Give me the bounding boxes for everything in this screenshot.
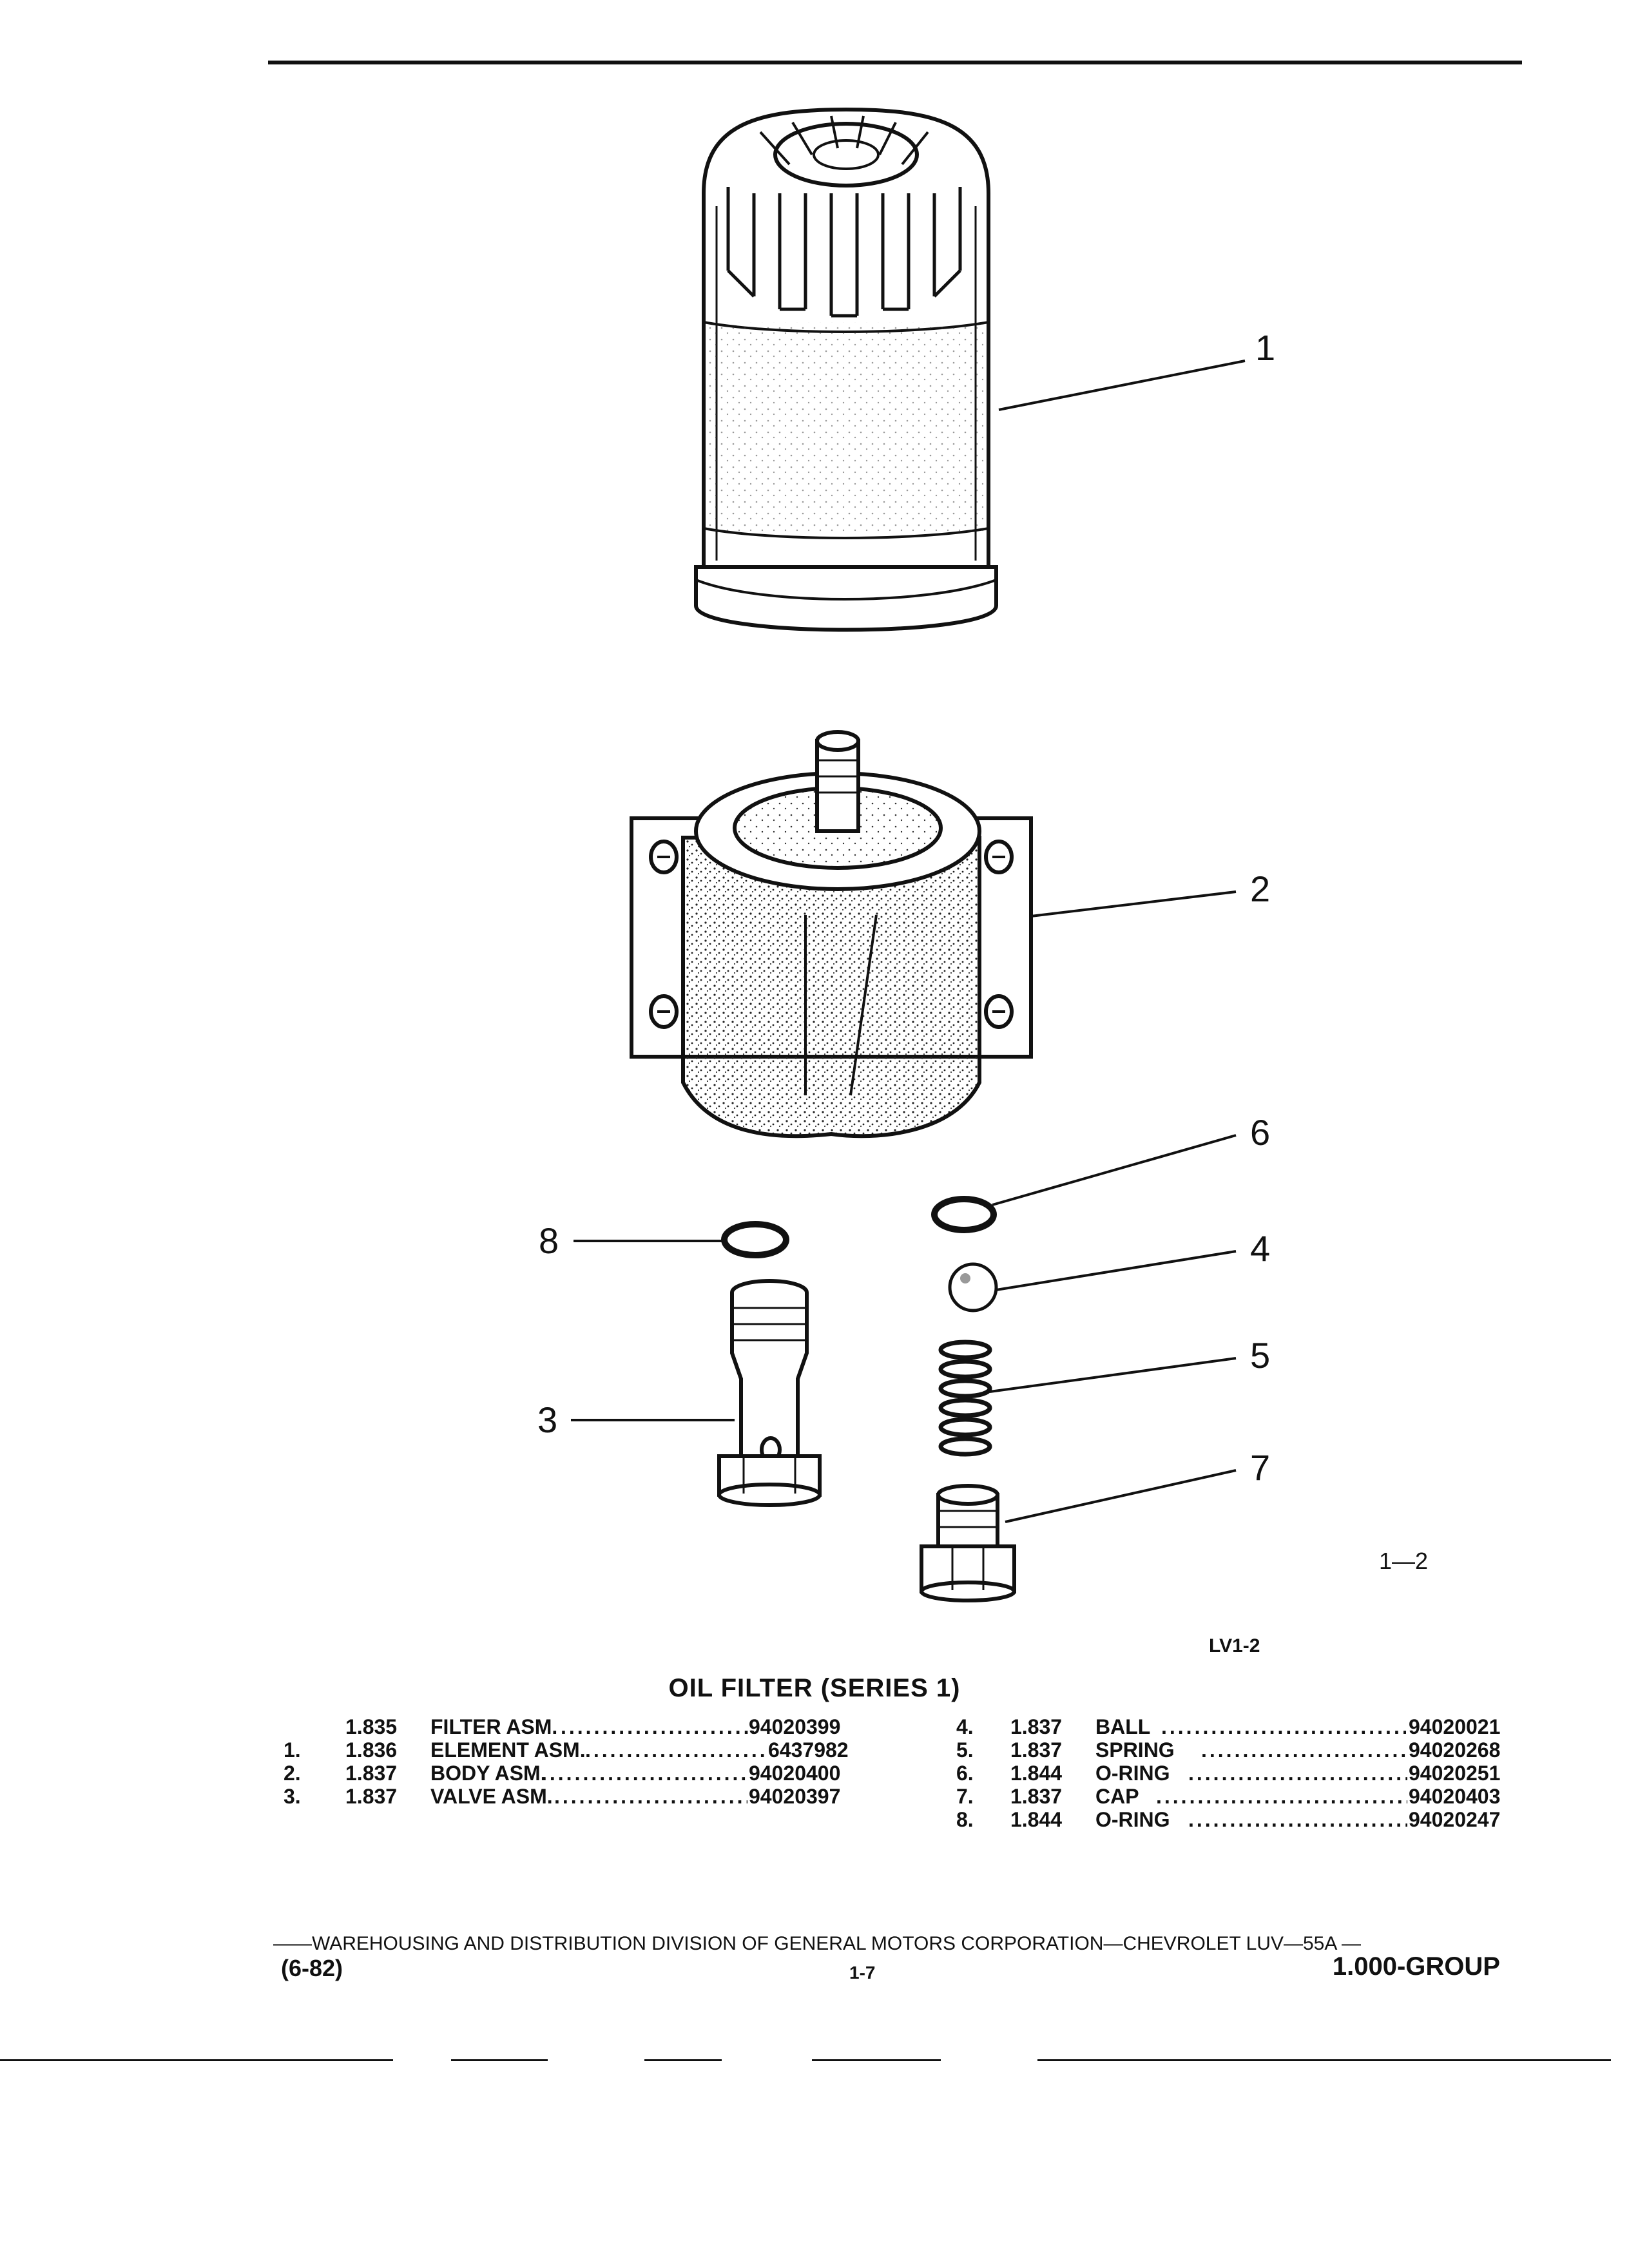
- parts-list-left: 1.835 FILTER ASM. ......................…: [284, 1715, 876, 1818]
- item-code: 1.837: [345, 1785, 398, 1808]
- item-name: FILTER ASM.: [430, 1715, 558, 1738]
- leader-dots: ........................................: [561, 1715, 754, 1738]
- item-code: 1.835: [345, 1715, 398, 1738]
- item-index: 3.: [284, 1785, 301, 1808]
- list-item: 6. 1.844 O-RING ........................…: [956, 1762, 1536, 1785]
- o-ring-8-drawing: [721, 1221, 789, 1258]
- top-rule: [268, 61, 1522, 64]
- bottom-rule-segment: [812, 2059, 941, 2061]
- leader-dots: ........................................: [585, 1738, 766, 1762]
- parts-list-right: 4. 1.837 BALL ..........................…: [956, 1715, 1536, 1844]
- item-index: 2.: [284, 1762, 301, 1785]
- item-name: ELEMENT ASM.: [430, 1738, 586, 1762]
- ball-drawing: [948, 1262, 998, 1312]
- part-number: 94020251: [1409, 1762, 1501, 1785]
- filter-body-drawing: [630, 730, 1033, 1139]
- leader-lines: [571, 360, 1246, 1523]
- item-index: 8.: [956, 1808, 974, 1831]
- group-number: 1.000-GROUP: [1332, 1952, 1500, 1981]
- item-code: 1.837: [345, 1762, 398, 1785]
- list-item: 4. 1.837 BALL ..........................…: [956, 1715, 1536, 1738]
- part-number: 94020247: [1409, 1808, 1501, 1831]
- item-name: CAP: [1095, 1785, 1139, 1808]
- item-index: 6.: [956, 1762, 974, 1785]
- callout-2: 2: [1250, 869, 1271, 909]
- callout-7: 7: [1250, 1447, 1271, 1488]
- leader-dots: ........................................…: [1188, 1808, 1407, 1831]
- list-item: 8. 1.844 O-RING ........................…: [956, 1808, 1536, 1831]
- item-name: O-RING: [1095, 1762, 1170, 1785]
- part-number: 94020397: [749, 1785, 841, 1808]
- revision-date: (6-82): [281, 1955, 343, 1981]
- part-number: 94020399: [749, 1715, 841, 1738]
- figure-reference: 1—2: [1379, 1548, 1429, 1574]
- bottom-rule-segment: [1037, 2059, 1611, 2061]
- leader-dots: ........................................…: [1161, 1715, 1406, 1738]
- callout-5: 5: [1250, 1335, 1271, 1376]
- item-code: 1.837: [1010, 1785, 1063, 1808]
- bottom-rule-segment: [0, 2059, 393, 2061]
- part-number: 94020268: [1409, 1738, 1501, 1762]
- leader-dots: ........................................…: [1188, 1762, 1407, 1785]
- list-item: 3. 1.837 VALVE ASM. ....................…: [284, 1785, 876, 1808]
- list-item: 7. 1.837 CAP ...........................…: [956, 1785, 1536, 1808]
- spring-drawing: [938, 1340, 992, 1457]
- bottom-rule-segment: [644, 2059, 722, 2061]
- leader-dots: ........................................…: [1201, 1738, 1407, 1762]
- list-item: 2. 1.837 BODY ASM. .....................…: [284, 1762, 876, 1785]
- callout-4: 4: [1250, 1228, 1271, 1269]
- item-code: 1.837: [1010, 1738, 1063, 1762]
- section-title: OIL FILTER (SERIES 1): [668, 1674, 961, 1702]
- o-ring-6-drawing: [931, 1196, 997, 1233]
- page-number: 1-7: [849, 1963, 876, 1983]
- item-name: BALL: [1095, 1715, 1151, 1738]
- item-name: O-RING: [1095, 1808, 1170, 1831]
- item-index: 4.: [956, 1715, 974, 1738]
- item-code: 1.836: [345, 1738, 398, 1762]
- leader-dots: ........................................…: [1156, 1785, 1407, 1808]
- callout-6: 6: [1250, 1112, 1271, 1153]
- item-code: 1.837: [1010, 1715, 1063, 1738]
- part-number: 94020403: [1409, 1785, 1501, 1808]
- part-number: 94020400: [749, 1762, 841, 1785]
- part-number: 6437982: [768, 1738, 849, 1762]
- leader-dots: ........................................: [541, 1762, 747, 1785]
- list-item: 1. 1.836 ELEMENT ASM. ..................…: [284, 1738, 876, 1762]
- item-code: 1.844: [1010, 1762, 1063, 1785]
- leader-dots: ........................................: [554, 1785, 747, 1808]
- list-item: 5. 1.837 SPRING ........................…: [956, 1738, 1536, 1762]
- filter-element-drawing: [694, 107, 998, 632]
- footer-publisher-line: ——WAREHOUSING AND DISTRIBUTION DIVISION …: [273, 1933, 1362, 1954]
- valve-assembly-drawing: [717, 1279, 822, 1507]
- part-number: 94020021: [1409, 1715, 1501, 1738]
- callout-8: 8: [539, 1220, 559, 1261]
- item-name: BODY ASM.: [430, 1762, 546, 1785]
- item-code: 1.844: [1010, 1808, 1063, 1831]
- callout-1: 1: [1255, 327, 1276, 368]
- item-name: SPRING: [1095, 1738, 1175, 1762]
- item-index: 1.: [284, 1738, 301, 1762]
- callout-3: 3: [537, 1399, 558, 1440]
- item-index: 7.: [956, 1785, 974, 1808]
- bottom-rule-segment: [451, 2059, 548, 2061]
- item-index: 5.: [956, 1738, 974, 1762]
- figure-code: LV1-2: [1209, 1635, 1260, 1657]
- item-name: VALVE ASM.: [430, 1785, 553, 1808]
- list-item: 1.835 FILTER ASM. ......................…: [284, 1715, 876, 1738]
- cap-drawing: [920, 1484, 1016, 1602]
